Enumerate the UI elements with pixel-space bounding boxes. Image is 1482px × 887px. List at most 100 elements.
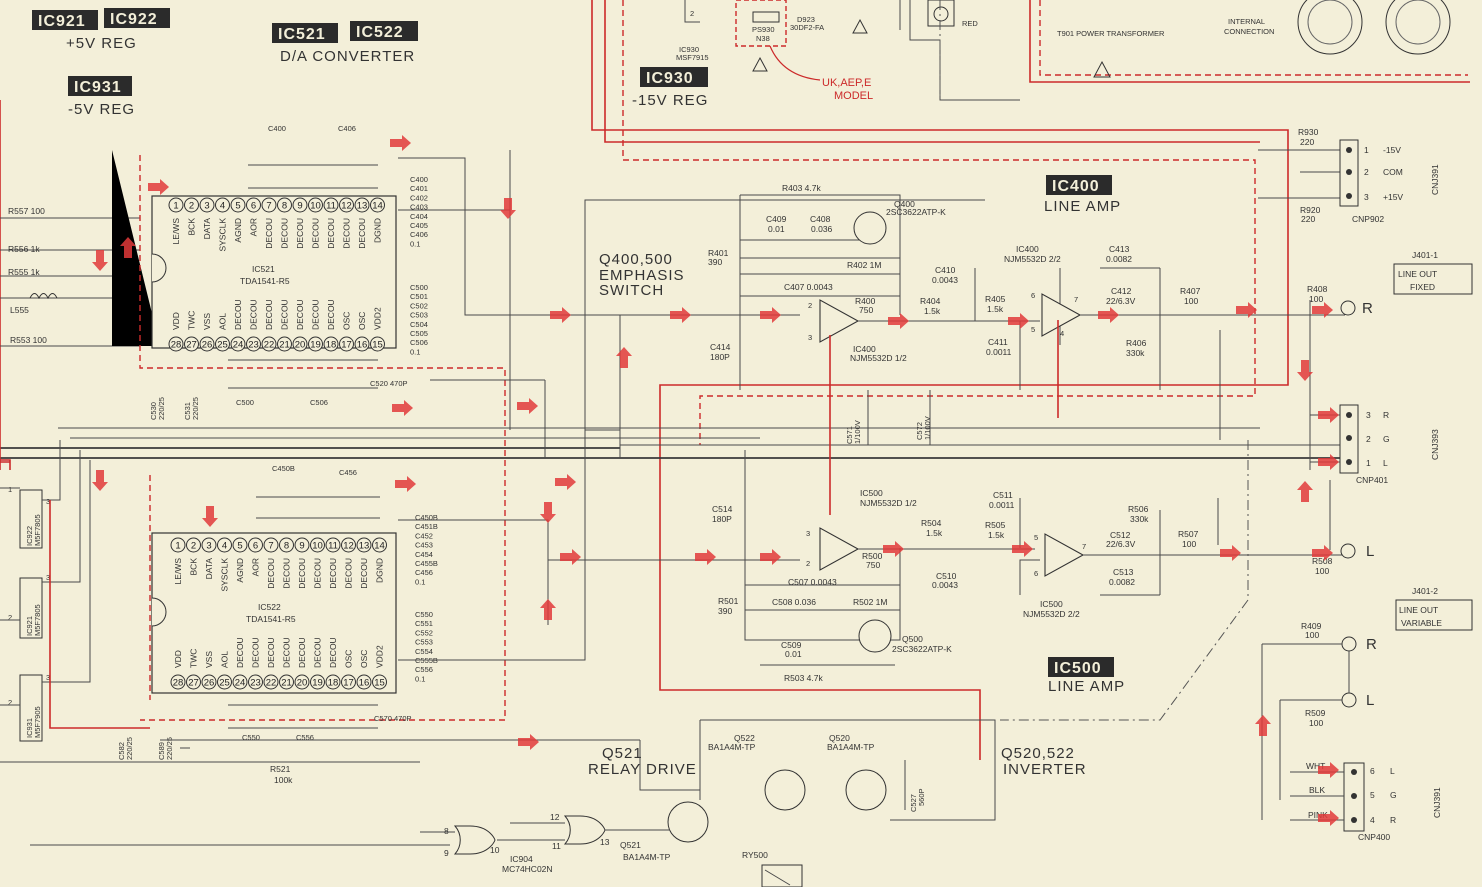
capacitor-ref: C455B <box>415 559 438 568</box>
capacitor-ref: C500 <box>410 283 428 292</box>
ic522-pin <box>201 537 217 553</box>
svg-text:COM: COM <box>1383 167 1403 177</box>
svg-text:C550: C550 <box>242 733 260 742</box>
ic522-pin-label: BCK <box>189 558 199 576</box>
capacitor-ref: C401 <box>410 184 428 193</box>
ic522-pin-number: 28 <box>173 678 184 689</box>
signal-arrow <box>555 474 576 490</box>
ic521-pin-label: DECOU <box>280 299 290 330</box>
svg-text:NJM5532D 1/2: NJM5532D 1/2 <box>850 353 907 363</box>
ic521-pin-label: DGND <box>373 218 383 243</box>
cnp400-connector: WHT BLK PINK 6 L 5 G 4 R CNP400 CNJ391 <box>1290 761 1442 842</box>
svg-text:0.0082: 0.0082 <box>1106 254 1132 264</box>
ic521-pin <box>261 197 277 213</box>
ic521-pin-label: DECOU <box>326 218 336 249</box>
ic522-pin-label: DGND <box>375 558 385 583</box>
ic521-pin <box>199 336 215 352</box>
svg-text:C506: C506 <box>310 398 328 407</box>
svg-text:6: 6 <box>1031 291 1035 300</box>
svg-text:3: 3 <box>808 333 812 342</box>
ic521-pin-label: DECOU <box>264 218 274 249</box>
ic521-pin <box>339 197 354 213</box>
ic522-pin-number: 25 <box>219 678 230 689</box>
ic521-pin <box>215 197 230 213</box>
ic522-pin-label: LE/WS <box>173 558 183 585</box>
capacitor-ref: C406 <box>410 230 428 239</box>
svg-text:1: 1 <box>8 485 12 494</box>
svg-text:R407: R407 <box>1180 286 1201 296</box>
ic521-pin-number: 17 <box>341 340 352 351</box>
ic522-pin-number: 6 <box>253 541 258 552</box>
svg-text:C530: C530 <box>149 402 158 420</box>
ic521-pin-number: 19 <box>310 340 321 351</box>
ic522-pin-number: 16 <box>359 678 370 689</box>
capacitor-ref: C503 <box>410 311 428 320</box>
ic522-pin <box>186 537 201 553</box>
svg-text:C411: C411 <box>988 337 1008 347</box>
svg-text:1.5k: 1.5k <box>987 304 1004 314</box>
svg-text:C412: C412 <box>1111 286 1132 296</box>
svg-text:C408: C408 <box>810 214 831 224</box>
ic522-pin-number: 10 <box>312 541 323 552</box>
svg-text:L: L <box>1383 458 1388 468</box>
signal-arrow <box>202 506 218 527</box>
svg-text:R505: R505 <box>985 520 1006 530</box>
signal-arrow <box>760 307 781 323</box>
svg-text:IC500: IC500 <box>1040 599 1063 609</box>
signal-arrow <box>1318 407 1339 423</box>
svg-text:TDA1541-R5: TDA1541-R5 <box>246 614 296 624</box>
signal-arrow <box>1312 302 1333 318</box>
svg-text:MODEL: MODEL <box>834 90 873 102</box>
cnj393-connector: 3 R 2 G 1 L CNP401 CNJ393 <box>1309 300 1440 550</box>
svg-text:3: 3 <box>806 529 810 538</box>
ic522-pin <box>217 537 232 553</box>
ic522-pin-label: VDD2 <box>375 645 385 668</box>
ic521-pin <box>215 336 230 352</box>
svg-text:3: 3 <box>46 497 50 506</box>
svg-text:R920: R920 <box>1300 205 1321 215</box>
svg-text:IC931: IC931 <box>25 718 34 738</box>
svg-text:7: 7 <box>1082 542 1086 551</box>
ic522-pin-label: AOR <box>251 558 261 576</box>
ic522-pin-label: OSC <box>344 650 354 668</box>
svg-text:L555: L555 <box>10 305 29 315</box>
capacitor-ref: C404 <box>410 212 428 221</box>
capacitor-ref: C451B <box>415 522 438 531</box>
svg-text:0.0011: 0.0011 <box>986 347 1012 357</box>
ic522-pin-number: 8 <box>284 541 289 552</box>
ic521-pin-number: 23 <box>248 340 259 351</box>
ic522-pin <box>310 537 325 553</box>
svg-text:C514: C514 <box>712 504 733 514</box>
svg-text:G: G <box>1390 790 1397 800</box>
svg-text:IC521: IC521 <box>278 26 326 43</box>
capacitor-ref: C453 <box>415 541 433 550</box>
capacitor-ref: C405 <box>410 221 428 230</box>
svg-text:0.036: 0.036 <box>811 224 833 234</box>
svg-text:0.01: 0.01 <box>785 649 802 659</box>
ic522-pin-number: 12 <box>343 541 354 552</box>
svg-text:3: 3 <box>1364 192 1369 202</box>
svg-text:IC500: IC500 <box>1054 660 1102 677</box>
ic522-pin <box>263 674 279 690</box>
ic521-pin <box>168 197 184 213</box>
ic500-label: IC500 <box>1048 657 1114 677</box>
svg-text:C571: C571 <box>845 426 854 444</box>
svg-text:1/100V: 1/100V <box>853 420 862 444</box>
svg-text:2SC3622ATP-K: 2SC3622ATP-K <box>892 644 952 654</box>
svg-text:C510: C510 <box>936 571 957 581</box>
ic522-pin <box>341 537 356 553</box>
ic521-pin-label: OSC <box>357 312 367 330</box>
ic521-pin-label: SYSCLK <box>218 218 228 252</box>
svg-text:C407 0.0043: C407 0.0043 <box>784 282 833 292</box>
capacitor-ref: C552 <box>415 628 433 637</box>
signal-arrow <box>883 541 904 557</box>
svg-text:1.5k: 1.5k <box>988 530 1005 540</box>
ic521-pin-label: DECOU <box>249 299 259 330</box>
svg-text:390: 390 <box>718 606 732 616</box>
signal-arrow <box>550 307 571 323</box>
svg-text:C520 470P: C520 470P <box>370 379 408 388</box>
ic521-pin-number: 20 <box>295 340 306 351</box>
svg-text:0.0043: 0.0043 <box>932 580 958 590</box>
ic522-pin-number: 15 <box>374 678 385 689</box>
